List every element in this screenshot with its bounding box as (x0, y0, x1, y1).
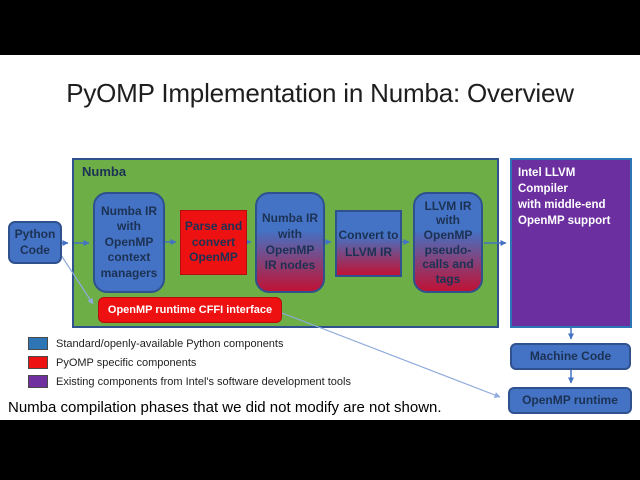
legend-label-standard: Standard/openly-available Python compone… (56, 337, 284, 350)
node-parse-convert-openmp: Parse and convert OpenMP (180, 210, 247, 275)
slide-title: PyOMP Implementation in Numba: Overview (66, 78, 574, 108)
legend: Standard/openly-available Python compone… (28, 337, 351, 394)
node-llvm-ir-pseudo-calls: LLVM IR with OpenMP pseudo- calls and ta… (413, 192, 483, 293)
legend-row-pyomp: PyOMP specific components (28, 356, 351, 369)
legend-row-standard: Standard/openly-available Python compone… (28, 337, 351, 350)
node-openmp-runtime: OpenMP runtime (508, 387, 632, 414)
legend-row-intel: Existing components from Intel's softwar… (28, 375, 351, 388)
node-openmp-runtime-cffi-interface: OpenMP runtime CFFI interface (98, 297, 282, 323)
node-python-code: Python Code (8, 221, 62, 264)
slide-footnote: Numba compilation phases that we did not… (8, 399, 442, 416)
node-numba-ir-openmp-nodes: Numba IR with OpenMP IR nodes (255, 192, 325, 293)
node-numba-ir-context-managers: Numba IR with OpenMP context managers (93, 192, 165, 293)
legend-swatch-purple (28, 375, 48, 388)
node-intel-llvm-compiler: Intel LLVM Compiler with middle-end Open… (510, 158, 632, 328)
legend-swatch-blue (28, 337, 48, 350)
legend-swatch-red (28, 356, 48, 369)
legend-label-pyomp: PyOMP specific components (56, 356, 197, 369)
numba-container-label: Numba (82, 164, 127, 179)
node-convert-to-llvm-ir: Convert to LLVM IR (335, 210, 402, 277)
node-machine-code: Machine Code (510, 343, 631, 370)
legend-label-intel: Existing components from Intel's softwar… (56, 375, 351, 388)
